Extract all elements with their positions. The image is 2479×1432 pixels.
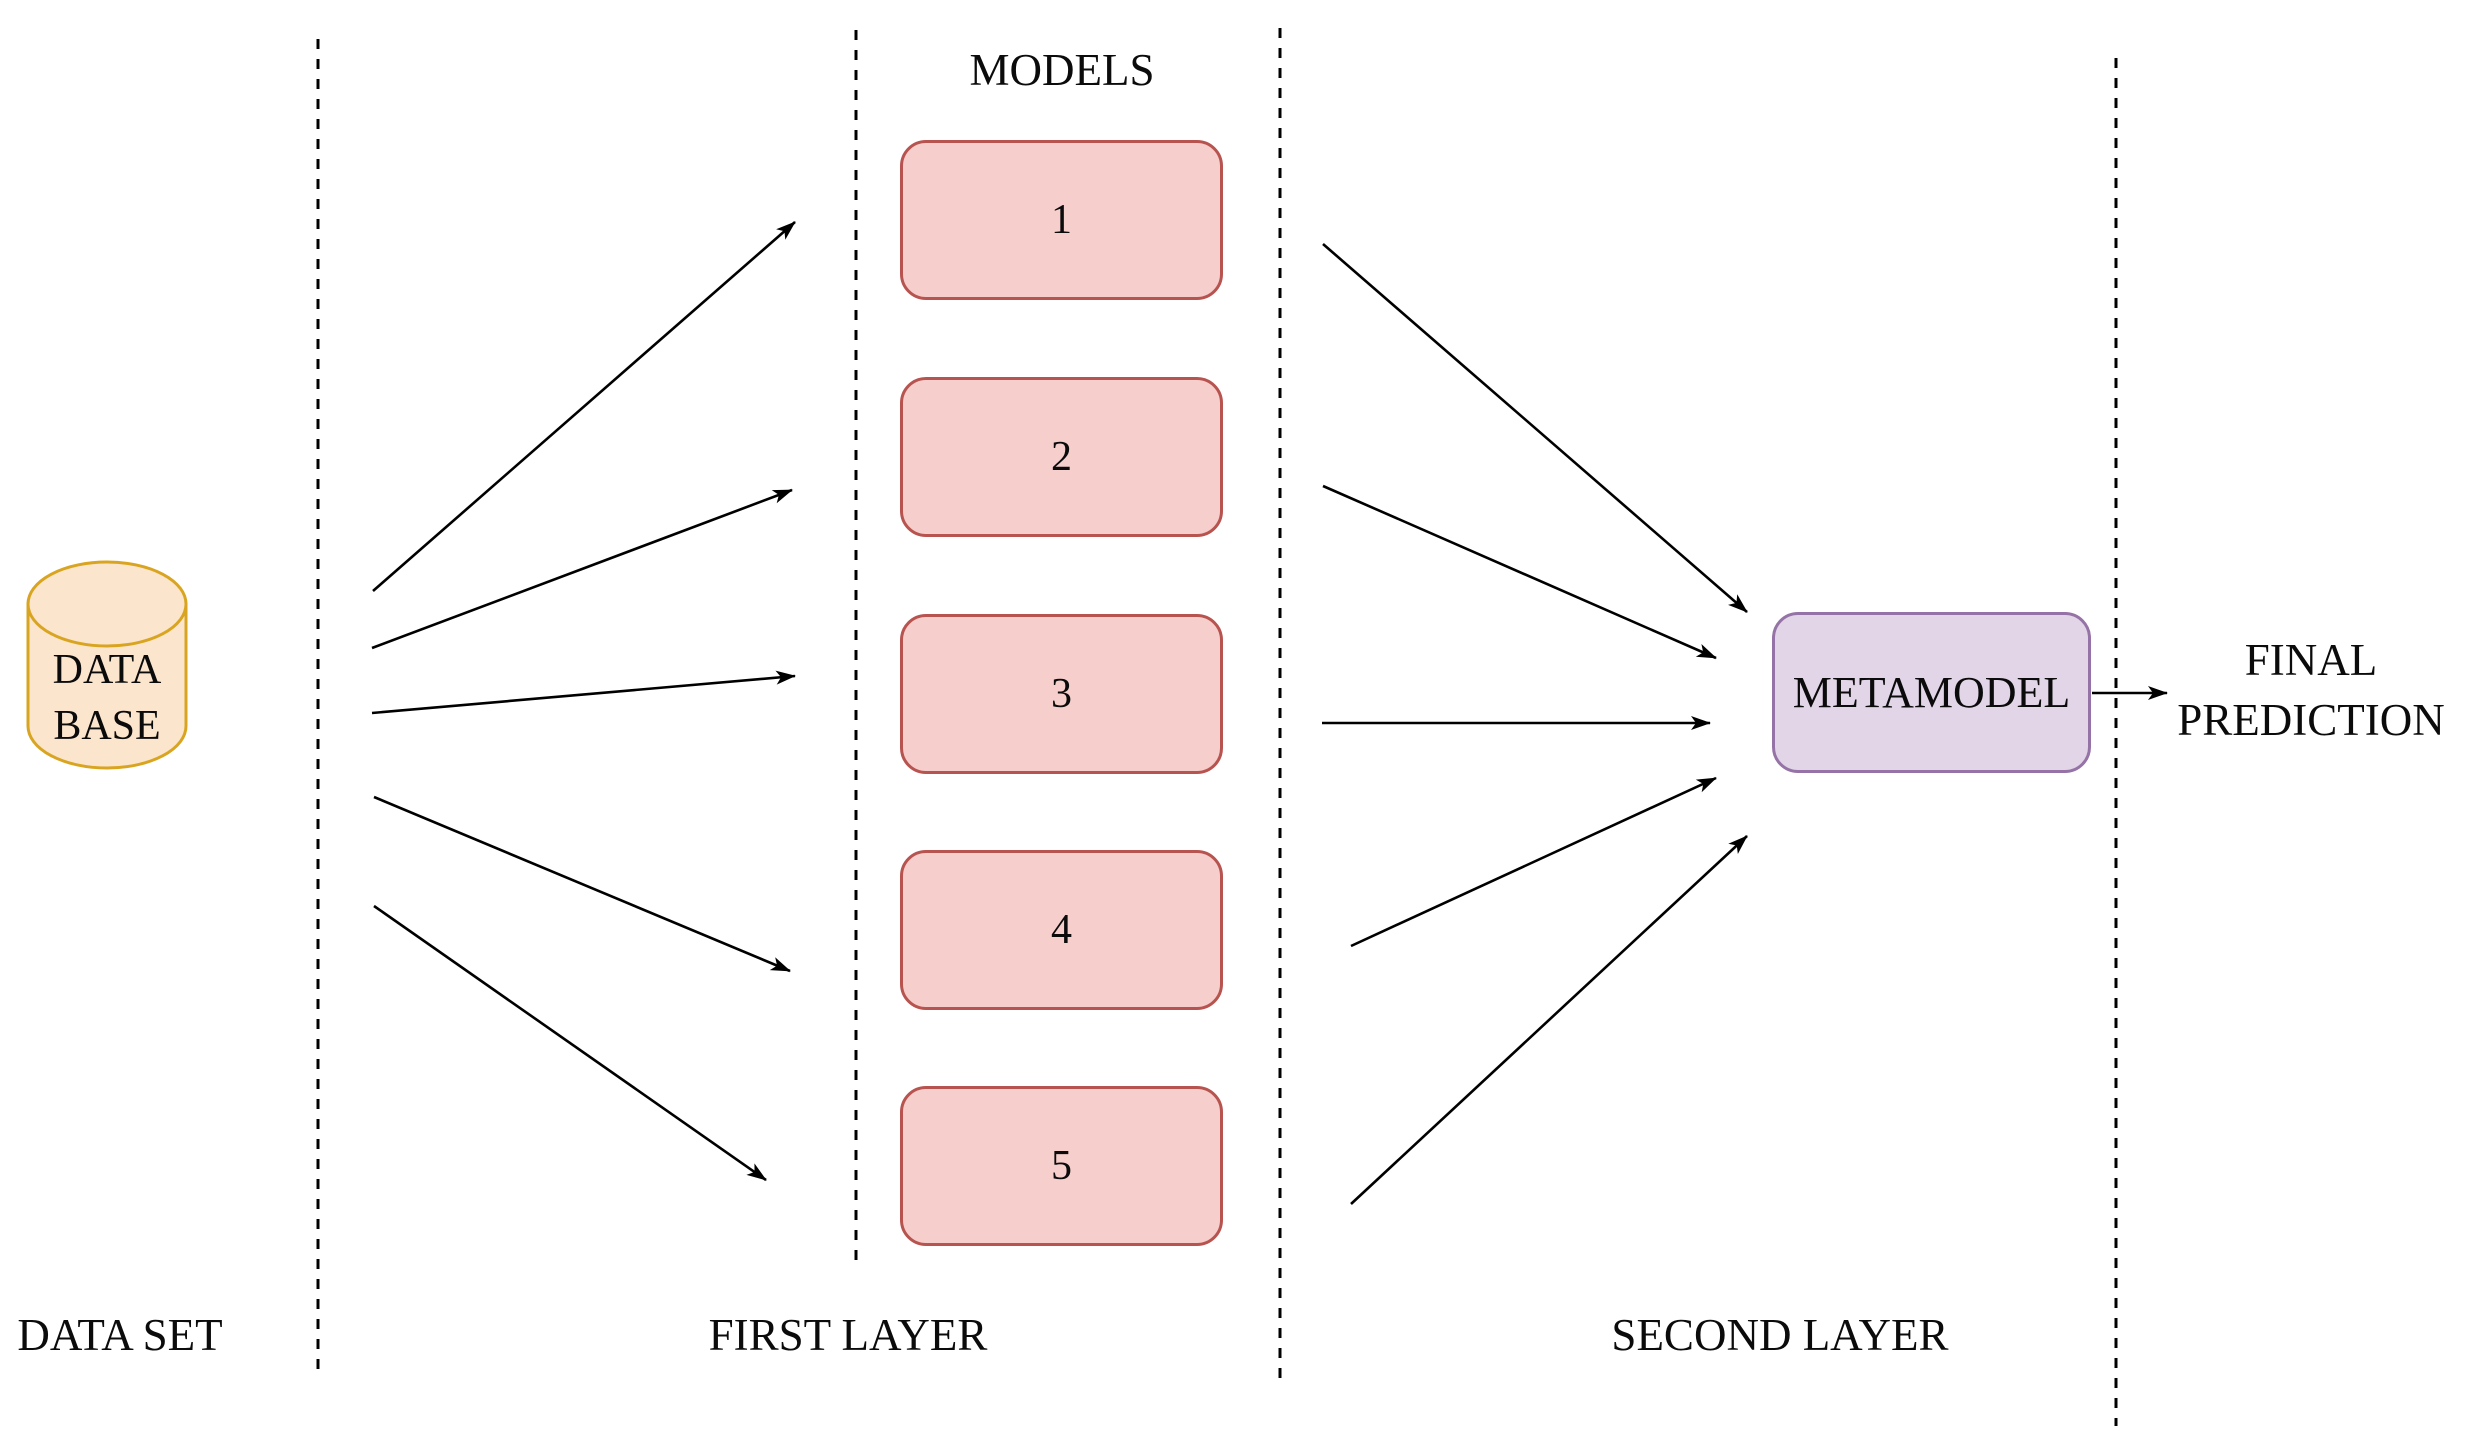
arrow-model-1-to-metamodel bbox=[1322, 243, 1748, 613]
arrow-model-2-to-metamodel bbox=[1322, 484, 1717, 660]
model-box-5: 5 bbox=[900, 1086, 1223, 1246]
section-label-second-layer: SECOND LAYER bbox=[1611, 1310, 1949, 1360]
arrow-dataset-to-model-2 bbox=[371, 488, 793, 650]
database-label-line2: BASE bbox=[53, 703, 161, 749]
database-cylinder-body bbox=[26, 602, 188, 770]
arrow-model-4-to-metamodel bbox=[1350, 776, 1717, 948]
arrow-dataset-to-model-5 bbox=[373, 904, 767, 1182]
arrow-dataset-to-model-1 bbox=[372, 221, 796, 592]
model-box-2: 2 bbox=[900, 377, 1223, 537]
metamodel-box: METAMODEL bbox=[1772, 612, 2091, 773]
database-cylinder-top bbox=[26, 560, 188, 648]
database-cylinder-icon bbox=[26, 560, 188, 770]
arrow-dataset-to-model-3 bbox=[371, 670, 796, 715]
model-box-4: 4 bbox=[900, 850, 1223, 1010]
final-prediction-line2: PREDICTION bbox=[2177, 695, 2445, 745]
final-prediction-line1: FINAL bbox=[2244, 635, 2378, 685]
model-box-1: 1 bbox=[900, 140, 1223, 300]
section-label-first-layer: FIRST LAYER bbox=[708, 1310, 988, 1360]
final-prediction-label: FINAL PREDICTION bbox=[2111, 630, 2479, 750]
section-label-data-set: DATA SET bbox=[17, 1310, 223, 1360]
models-column-title: MODELS bbox=[969, 45, 1155, 95]
arrow-model-5-to-metamodel bbox=[1350, 835, 1748, 1205]
model-box-3: 3 bbox=[900, 614, 1223, 774]
arrow-dataset-to-model-4 bbox=[373, 795, 791, 973]
database-label: DATA BASE bbox=[27, 642, 187, 754]
database-label-line1: DATA bbox=[52, 647, 162, 693]
